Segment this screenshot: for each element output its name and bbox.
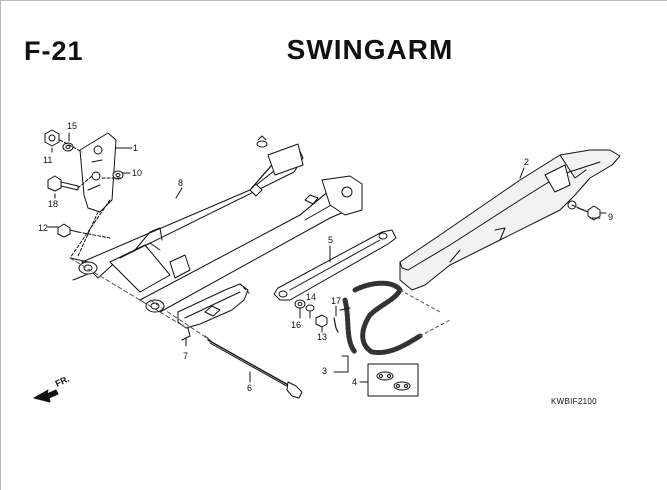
bracket-plate-part xyxy=(79,132,117,213)
callout-3: 3 xyxy=(322,366,327,376)
master-link-part xyxy=(359,363,419,397)
hardware-left xyxy=(44,129,131,259)
callout-2: 2 xyxy=(524,157,529,167)
callout-5: 5 xyxy=(328,235,333,245)
callout-11: 11 xyxy=(43,155,52,165)
callout-4: 4 xyxy=(352,377,357,387)
chain-slider-part xyxy=(177,283,251,347)
callout-1: 1 xyxy=(133,143,138,153)
callout-6: 6 xyxy=(247,383,252,393)
section-code: F-21 xyxy=(24,36,84,66)
callout-8: 8 xyxy=(178,178,183,188)
callout-18: 18 xyxy=(48,199,58,209)
callout-7: 7 xyxy=(183,351,188,361)
case-bolt-part xyxy=(571,204,607,221)
callout-10: 10 xyxy=(132,168,142,178)
pivot-bolt-part xyxy=(204,335,303,399)
hardware-right xyxy=(294,299,339,333)
swingarm-part xyxy=(69,135,363,313)
chain-adjuster-part xyxy=(273,229,397,301)
callout-16: 16 xyxy=(291,320,301,330)
chain-case-part xyxy=(399,149,621,291)
drive-chain-part xyxy=(333,280,451,373)
callout-9: 9 xyxy=(608,212,613,222)
callout-12: 12 xyxy=(38,223,48,233)
diagram-title: SWINGARM xyxy=(286,34,454,65)
callout-13: 13 xyxy=(317,332,327,342)
callout-14: 14 xyxy=(306,292,316,302)
callout-15: 15 xyxy=(67,121,77,131)
front-direction-label: FR. xyxy=(54,374,71,389)
callout-labels: 1 2 3 4 5 6 7 8 9 10 11 12 13 14 15 16 1… xyxy=(38,121,613,393)
diagram-reference-code: KWBIF2100 xyxy=(551,397,597,406)
callout-17: 17 xyxy=(331,296,341,306)
front-direction-arrow-icon: FR. xyxy=(33,374,71,403)
